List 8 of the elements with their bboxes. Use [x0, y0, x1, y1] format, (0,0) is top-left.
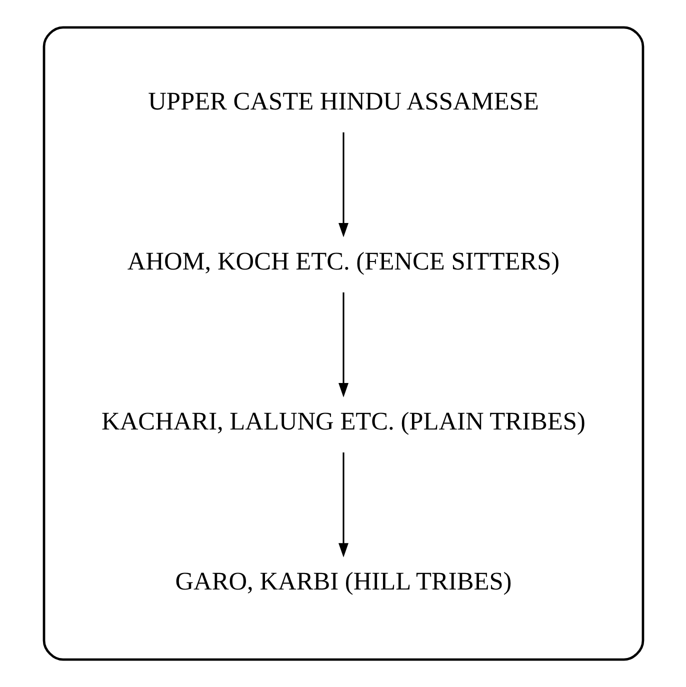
node-text: AHOM, KOCH ETC. (FENCE SITTERS) — [126, 248, 560, 276]
arrow — [338, 292, 348, 398]
node-text: GARO, KARBI (HILL TRIBES) — [174, 568, 512, 596]
arrow — [338, 452, 348, 558]
cluster — [42, 26, 644, 661]
node-text: KACHARI, LALUNG ETC. (PLAIN TRIBES) — [101, 408, 585, 436]
arrow — [338, 132, 348, 238]
node-text: UPPER CASTE HINDU ASSAMESE — [148, 87, 538, 116]
